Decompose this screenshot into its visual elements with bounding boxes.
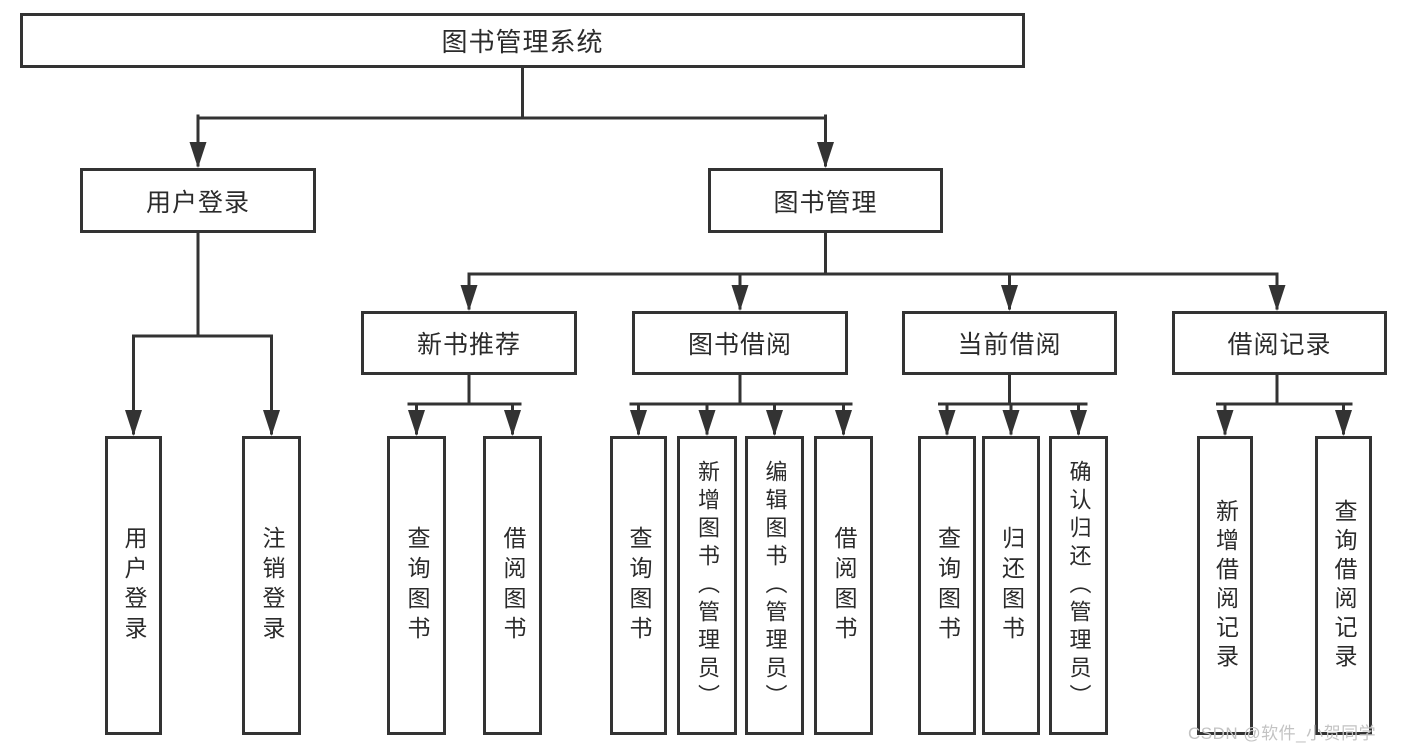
node-root-system: 图书管理系统	[20, 13, 1025, 68]
leaf-borrow-borrow-books: 借阅图书	[814, 436, 873, 735]
node-user-login: 用户登录	[80, 168, 316, 233]
connectors	[125, 66, 1353, 436]
leaf-user-login: 用户登录	[105, 436, 162, 735]
leaf-records-add-record: 新增借阅记录	[1197, 436, 1253, 735]
node-book-borrow: 图书借阅	[632, 311, 848, 375]
node-current-borrow: 当前借阅	[902, 311, 1117, 375]
leaf-current-confirm-return-admin: 确认归还（管理员）	[1049, 436, 1108, 735]
leaf-borrow-query-books: 查询图书	[610, 436, 667, 735]
leaf-recommend-query-books: 查询图书	[387, 436, 446, 735]
leaf-recommend-borrow-books: 借阅图书	[483, 436, 542, 735]
leaf-records-query-record: 查询借阅记录	[1315, 436, 1372, 735]
node-new-book-recommend: 新书推荐	[361, 311, 577, 375]
node-book-management: 图书管理	[708, 168, 943, 233]
node-borrow-records: 借阅记录	[1172, 311, 1387, 375]
leaf-logout: 注销登录	[242, 436, 301, 735]
watermark: CSDN @软件_小贺同学	[1188, 724, 1377, 743]
leaf-borrow-edit-books-admin: 编辑图书（管理员）	[745, 436, 804, 735]
leaf-current-query-books: 查询图书	[918, 436, 976, 735]
leaf-borrow-add-books-admin: 新增图书（管理员）	[677, 436, 737, 735]
leaf-current-return-books: 归还图书	[982, 436, 1040, 735]
